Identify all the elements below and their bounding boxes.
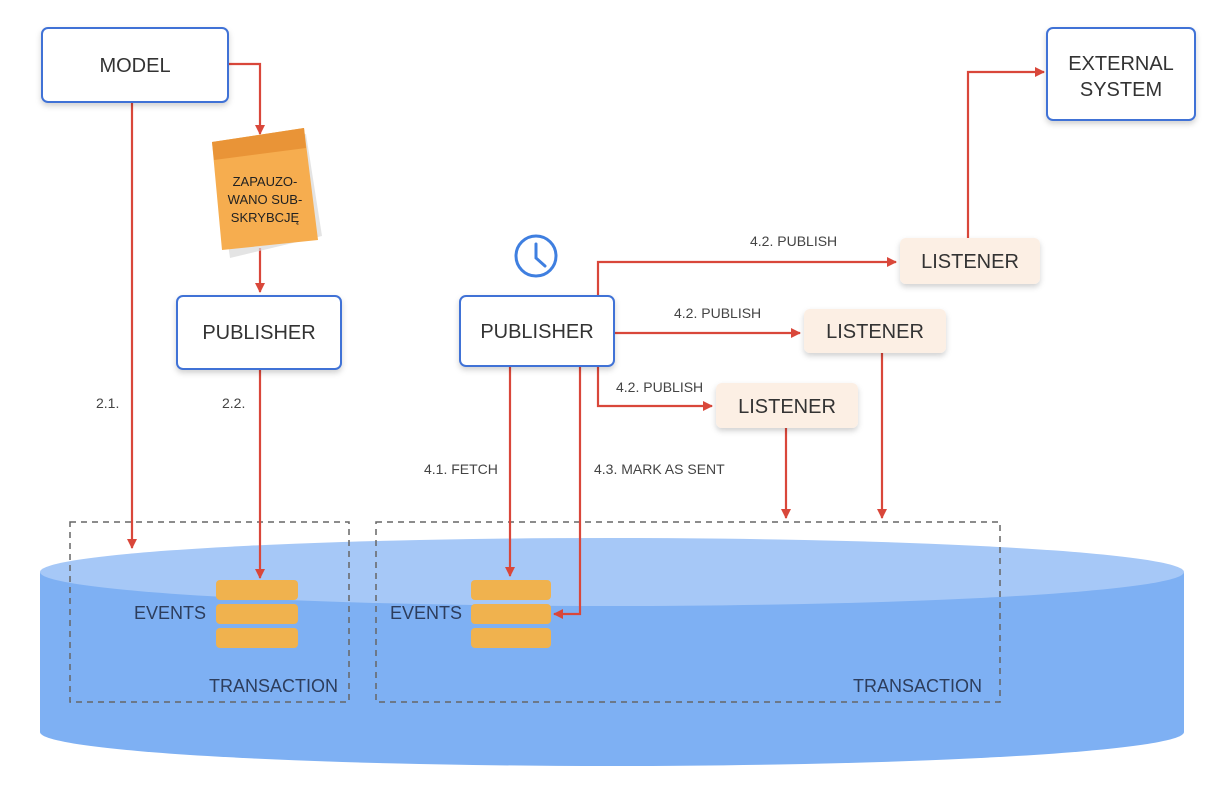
edge-label-4-1: 4.1. FETCH (424, 461, 498, 477)
arrows (127, 62, 1045, 619)
events-stack-right (471, 580, 551, 648)
publisher-right-label: PUBLISHER (480, 321, 593, 343)
events-label-left: EVENTS (134, 603, 206, 623)
listener-1-node: LISTENER (900, 238, 1040, 284)
arrow-listener1-to-external (966, 67, 1045, 238)
model-label: MODEL (99, 55, 170, 77)
transaction-label-right: TRANSACTION (853, 676, 982, 696)
arrow-model-to-note (228, 62, 265, 135)
model-node: MODEL (41, 27, 229, 103)
events-label-right: EVENTS (390, 603, 462, 623)
edge-label-2-1: 2.1. (96, 395, 119, 411)
transaction-box-left (69, 521, 350, 703)
listener-2-label: LISTENER (826, 321, 924, 343)
edge-label-4-2-a: 4.2. PUBLISH (750, 233, 837, 249)
arrow-publish-1 (596, 257, 897, 295)
edge-label-4-3: 4.3. MARK AS SENT (594, 461, 725, 477)
edge-label-4-2-b: 4.2. PUBLISH (674, 305, 761, 321)
publisher-left-node: PUBLISHER (176, 295, 342, 370)
edge-label-4-2-c: 4.2. PUBLISH (616, 379, 703, 395)
paused-subscription-note: ZAPAUZO- WANO SUB- SKRYBCJĘ (212, 128, 322, 258)
note-line-2: WANO SUB- (228, 192, 303, 207)
publisher-right-node: PUBLISHER (459, 295, 615, 367)
listener-1-label: LISTENER (921, 251, 1019, 273)
events-stack-left (216, 580, 298, 648)
transaction-box-right (375, 521, 1001, 703)
publisher-left-label: PUBLISHER (202, 322, 315, 344)
note-line-1: ZAPAUZO- (233, 174, 298, 189)
external-system-label-2: SYSTEM (1080, 79, 1162, 101)
arrow-mark-as-sent (553, 366, 582, 619)
listener-3-label: LISTENER (738, 396, 836, 418)
edge-label-2-2: 2.2. (222, 395, 245, 411)
database-cylinder (40, 538, 1184, 766)
external-system-label-1: EXTERNAL (1068, 53, 1174, 75)
note-line-3: SKRYBCJĘ (231, 210, 300, 225)
listener-3-node: LISTENER (716, 383, 858, 428)
arrow-publish-3 (596, 366, 713, 411)
transaction-label-left: TRANSACTION (209, 676, 338, 696)
listener-2-node: LISTENER (804, 309, 946, 353)
external-system-node: EXTERNAL SYSTEM (1046, 27, 1196, 121)
clock-icon (514, 234, 558, 278)
